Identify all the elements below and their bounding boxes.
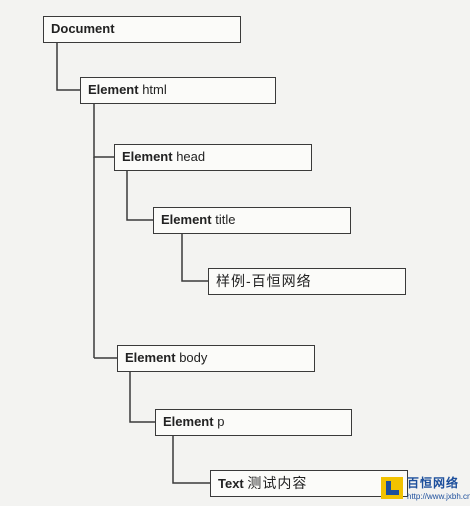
connector-p-text [172, 436, 210, 484]
node-text-p: Text 测试内容 [210, 470, 408, 497]
node-body-name: body [179, 350, 208, 365]
node-text-title: 样例-百恒网络 [208, 268, 406, 295]
watermark-name: 百恒网络 [407, 476, 460, 490]
connector-body-p [129, 372, 155, 423]
watermark: 百恒网络 http://www.jxbh.cn [380, 474, 470, 506]
node-body-keyword: Element [125, 350, 176, 365]
node-text-p-value: 测试内容 [247, 475, 308, 491]
connector-head-title [126, 171, 153, 221]
node-document: Document [43, 16, 241, 43]
connector-html-head [93, 104, 114, 158]
logo-icon [381, 477, 403, 499]
node-p-name: p [217, 414, 225, 429]
node-element-head: Element head [114, 144, 312, 171]
node-text-title-value: 样例-百恒网络 [216, 273, 312, 289]
node-element-title: Element title [153, 207, 351, 234]
node-p-keyword: Element [163, 414, 214, 429]
node-html-keyword: Element [88, 82, 139, 97]
node-head-keyword: Element [122, 149, 173, 164]
node-element-p: Element p [155, 409, 352, 436]
connector-title-text [181, 234, 208, 282]
connector-document-html [56, 43, 80, 91]
node-element-body: Element body [117, 345, 315, 372]
node-element-html: Element html [80, 77, 276, 104]
node-html-name: html [142, 82, 167, 97]
node-head-name: head [176, 149, 206, 164]
node-text-p-keyword: Text [218, 476, 244, 491]
node-document-label: Document [51, 21, 115, 36]
watermark-url: http://www.jxbh.cn [407, 492, 470, 501]
node-title-name: title [215, 212, 236, 227]
node-title-keyword: Element [161, 212, 212, 227]
